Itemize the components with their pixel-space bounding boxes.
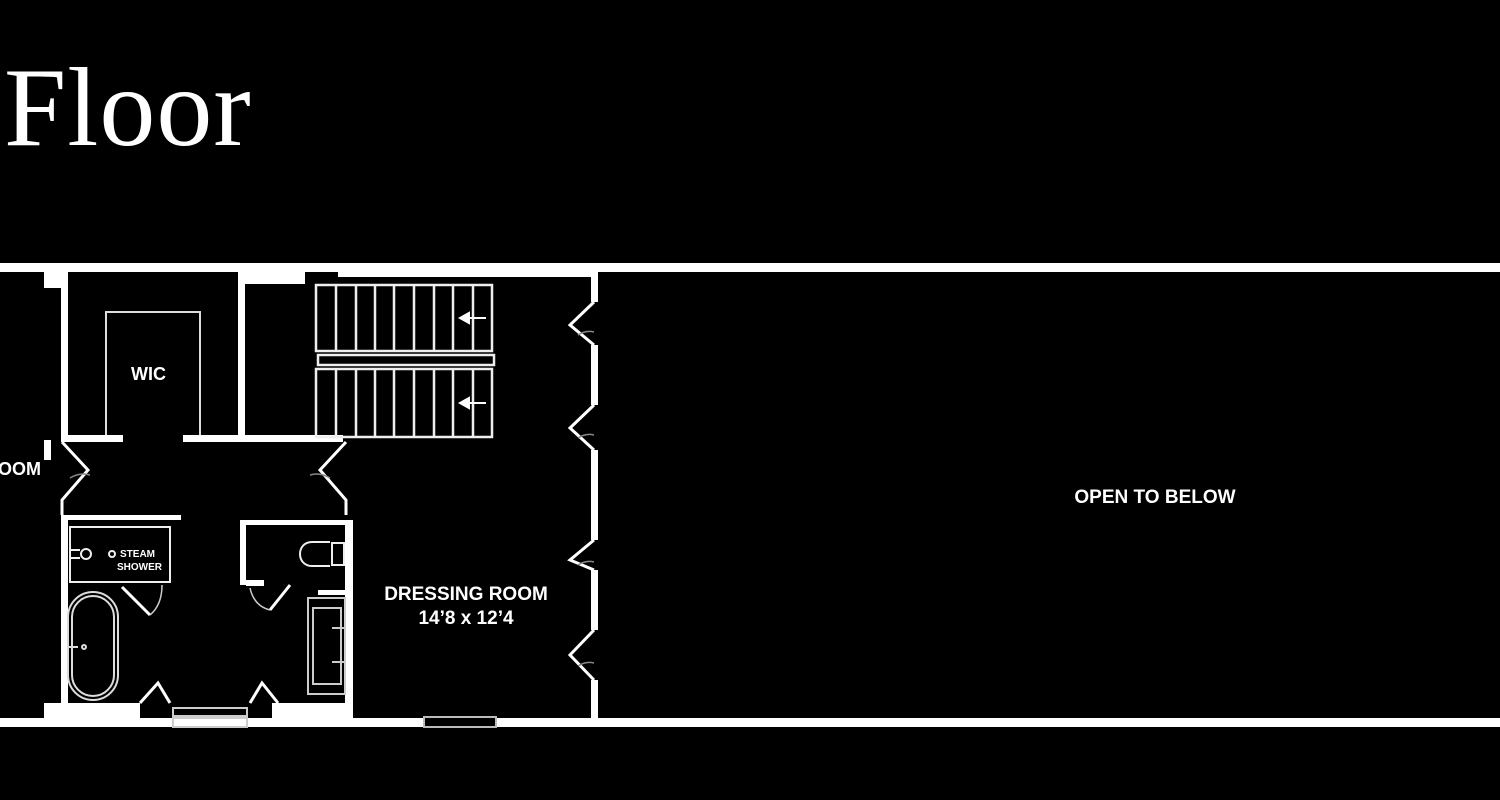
steam-shower-label-2: SHOWER: [117, 562, 163, 573]
stair-treads: [334, 285, 475, 437]
shower-door-swing: [149, 584, 163, 616]
dressing-room-name: DRESSING ROOM: [384, 584, 548, 605]
folding-doors: [60, 300, 596, 682]
double-vanity-icon: [307, 597, 346, 695]
window: [423, 716, 497, 728]
dressing-room-dimensions: 14’8 x 12’4: [418, 608, 514, 629]
bathtub-icon: [67, 591, 119, 701]
bath-entry-doors: [138, 680, 280, 705]
wc-door: [268, 584, 292, 611]
page-title: Floor: [4, 46, 252, 170]
room-label-partial: OOM: [0, 459, 41, 479]
shower-head-icon: [108, 550, 116, 558]
room-label-wic: WIC: [131, 364, 166, 384]
open-to-below-label: OPEN TO BELOW: [1074, 487, 1235, 508]
toilet-icon: [299, 541, 345, 567]
shower-door: [120, 585, 152, 617]
interior-walls: [44, 272, 598, 721]
threshold: [172, 707, 248, 728]
steam-shower-label-1: STEAM: [120, 549, 155, 560]
exterior-walls: [0, 263, 1500, 727]
folding-door-arcs: [69, 330, 595, 667]
staircase: [314, 283, 496, 439]
wic-closet-outline: [105, 311, 201, 435]
steam-shower: [69, 526, 171, 583]
stair-direction-arrow-icon: [457, 311, 486, 410]
wc-door-swing: [249, 587, 271, 611]
